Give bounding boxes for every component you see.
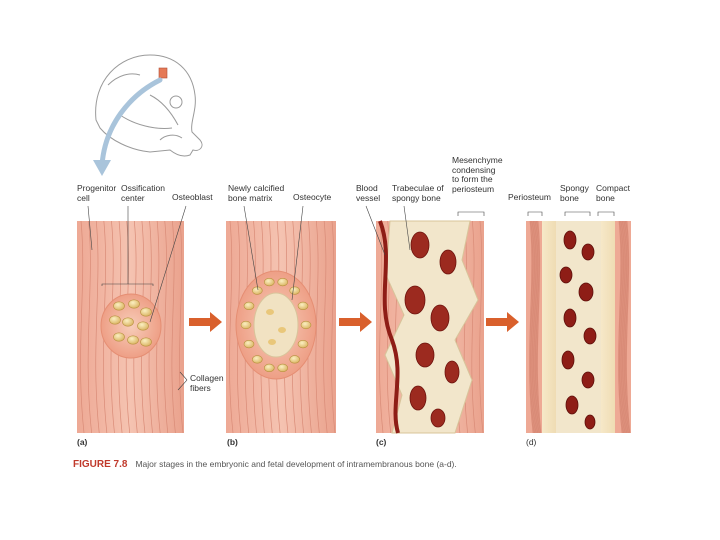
stage-arrow-cd bbox=[486, 312, 519, 332]
osteoblast-cell bbox=[123, 318, 134, 326]
osteoblast-cell bbox=[141, 338, 152, 346]
ossification-site-marker bbox=[159, 68, 167, 78]
osteoblast-cell bbox=[141, 308, 152, 316]
osteocyte-cell bbox=[301, 321, 311, 329]
figure-caption: FIGURE 7.8 Major stages in the embryonic … bbox=[73, 459, 457, 470]
location-pointer-arrowhead bbox=[93, 160, 111, 176]
marrow-cavity bbox=[411, 232, 429, 258]
osteoblast-cell bbox=[128, 336, 139, 344]
panel-label-a: (a) bbox=[77, 437, 87, 447]
osteocyte-cell bbox=[298, 302, 308, 310]
panel-b bbox=[226, 221, 336, 433]
spongy-cavity bbox=[584, 328, 596, 344]
spongy-cavity bbox=[582, 244, 594, 260]
osteocyte-cell bbox=[278, 278, 288, 286]
spongy-cavity bbox=[582, 372, 594, 388]
osteocyte-cell bbox=[264, 364, 274, 372]
stage-arrow-bc bbox=[339, 312, 372, 332]
osteoblast-cell bbox=[129, 300, 140, 308]
marrow-cavity bbox=[416, 343, 434, 367]
osteocyte-cell bbox=[241, 321, 251, 329]
embedded-osteocyte bbox=[266, 309, 274, 315]
label-progenitor-cell: Progenitor cell bbox=[77, 184, 116, 203]
label-spongy-bone: Spongy bone bbox=[560, 184, 589, 203]
panel-d bbox=[526, 221, 631, 433]
osteocyte-cell bbox=[244, 340, 254, 348]
figure-number: FIGURE 7.8 bbox=[73, 459, 127, 470]
label-collagen-fibers: Collagen fibers bbox=[190, 374, 224, 393]
label-trabeculae: Trabeculae of spongy bone bbox=[392, 184, 444, 203]
osteocyte-cell bbox=[278, 364, 288, 372]
osteocyte-cell bbox=[290, 356, 300, 364]
label-blood-vessel: Blood vessel bbox=[356, 184, 380, 203]
label-newly-calcified-matrix: Newly calcified bone matrix bbox=[228, 184, 284, 203]
osteocyte-cell bbox=[290, 287, 300, 295]
label-periosteum: Periosteum bbox=[508, 193, 551, 203]
spongy-cavity bbox=[566, 396, 578, 414]
marrow-cavity bbox=[431, 409, 445, 427]
compact-bone-right bbox=[601, 221, 615, 433]
newly-calcified-matrix bbox=[254, 293, 298, 357]
osteocyte-cell bbox=[252, 287, 262, 295]
osteocyte-cell bbox=[264, 278, 274, 286]
panel-label-b: (b) bbox=[227, 437, 238, 447]
spongy-cavity bbox=[562, 351, 574, 369]
osteoblast-cell bbox=[138, 322, 149, 330]
marrow-cavity bbox=[440, 250, 456, 274]
label-compact-bone: Compact bone bbox=[596, 184, 630, 203]
marrow-cavity bbox=[410, 386, 426, 410]
marrow-cavity bbox=[405, 286, 425, 314]
osteoblast-cell bbox=[114, 333, 125, 341]
embedded-osteocyte bbox=[268, 339, 276, 345]
stage-arrow-ab bbox=[189, 312, 222, 332]
embedded-osteocyte bbox=[278, 327, 286, 333]
panel-c bbox=[376, 221, 484, 433]
spongy-cavity bbox=[579, 283, 593, 301]
spongy-cavity bbox=[560, 267, 572, 283]
osteocyte-cell bbox=[298, 340, 308, 348]
marrow-cavity bbox=[445, 361, 459, 383]
osteocyte-cell bbox=[252, 356, 262, 364]
spongy-cavity bbox=[564, 309, 576, 327]
panel-a bbox=[77, 221, 184, 433]
osteoblast-cell bbox=[114, 302, 125, 310]
panel-label-c: (c) bbox=[376, 437, 386, 447]
compact-bone-left bbox=[542, 221, 556, 433]
panel-label-d: (d) bbox=[526, 437, 536, 447]
spongy-cavity bbox=[564, 231, 576, 249]
label-ossification-center: Ossification center bbox=[121, 184, 165, 203]
marrow-cavity bbox=[431, 305, 449, 331]
osteocyte-cell bbox=[244, 302, 254, 310]
osteoblast-cell bbox=[110, 316, 121, 324]
label-osteocyte: Osteocyte bbox=[293, 193, 331, 203]
label-osteoblast: Osteoblast bbox=[172, 193, 213, 203]
caption-text: Major stages in the embryonic and fetal … bbox=[135, 459, 456, 469]
fetal-skull-sketch bbox=[96, 55, 202, 156]
label-mesenchyme: Mesenchyme condensing to form the perios… bbox=[452, 156, 503, 194]
spongy-cavity bbox=[585, 415, 595, 429]
